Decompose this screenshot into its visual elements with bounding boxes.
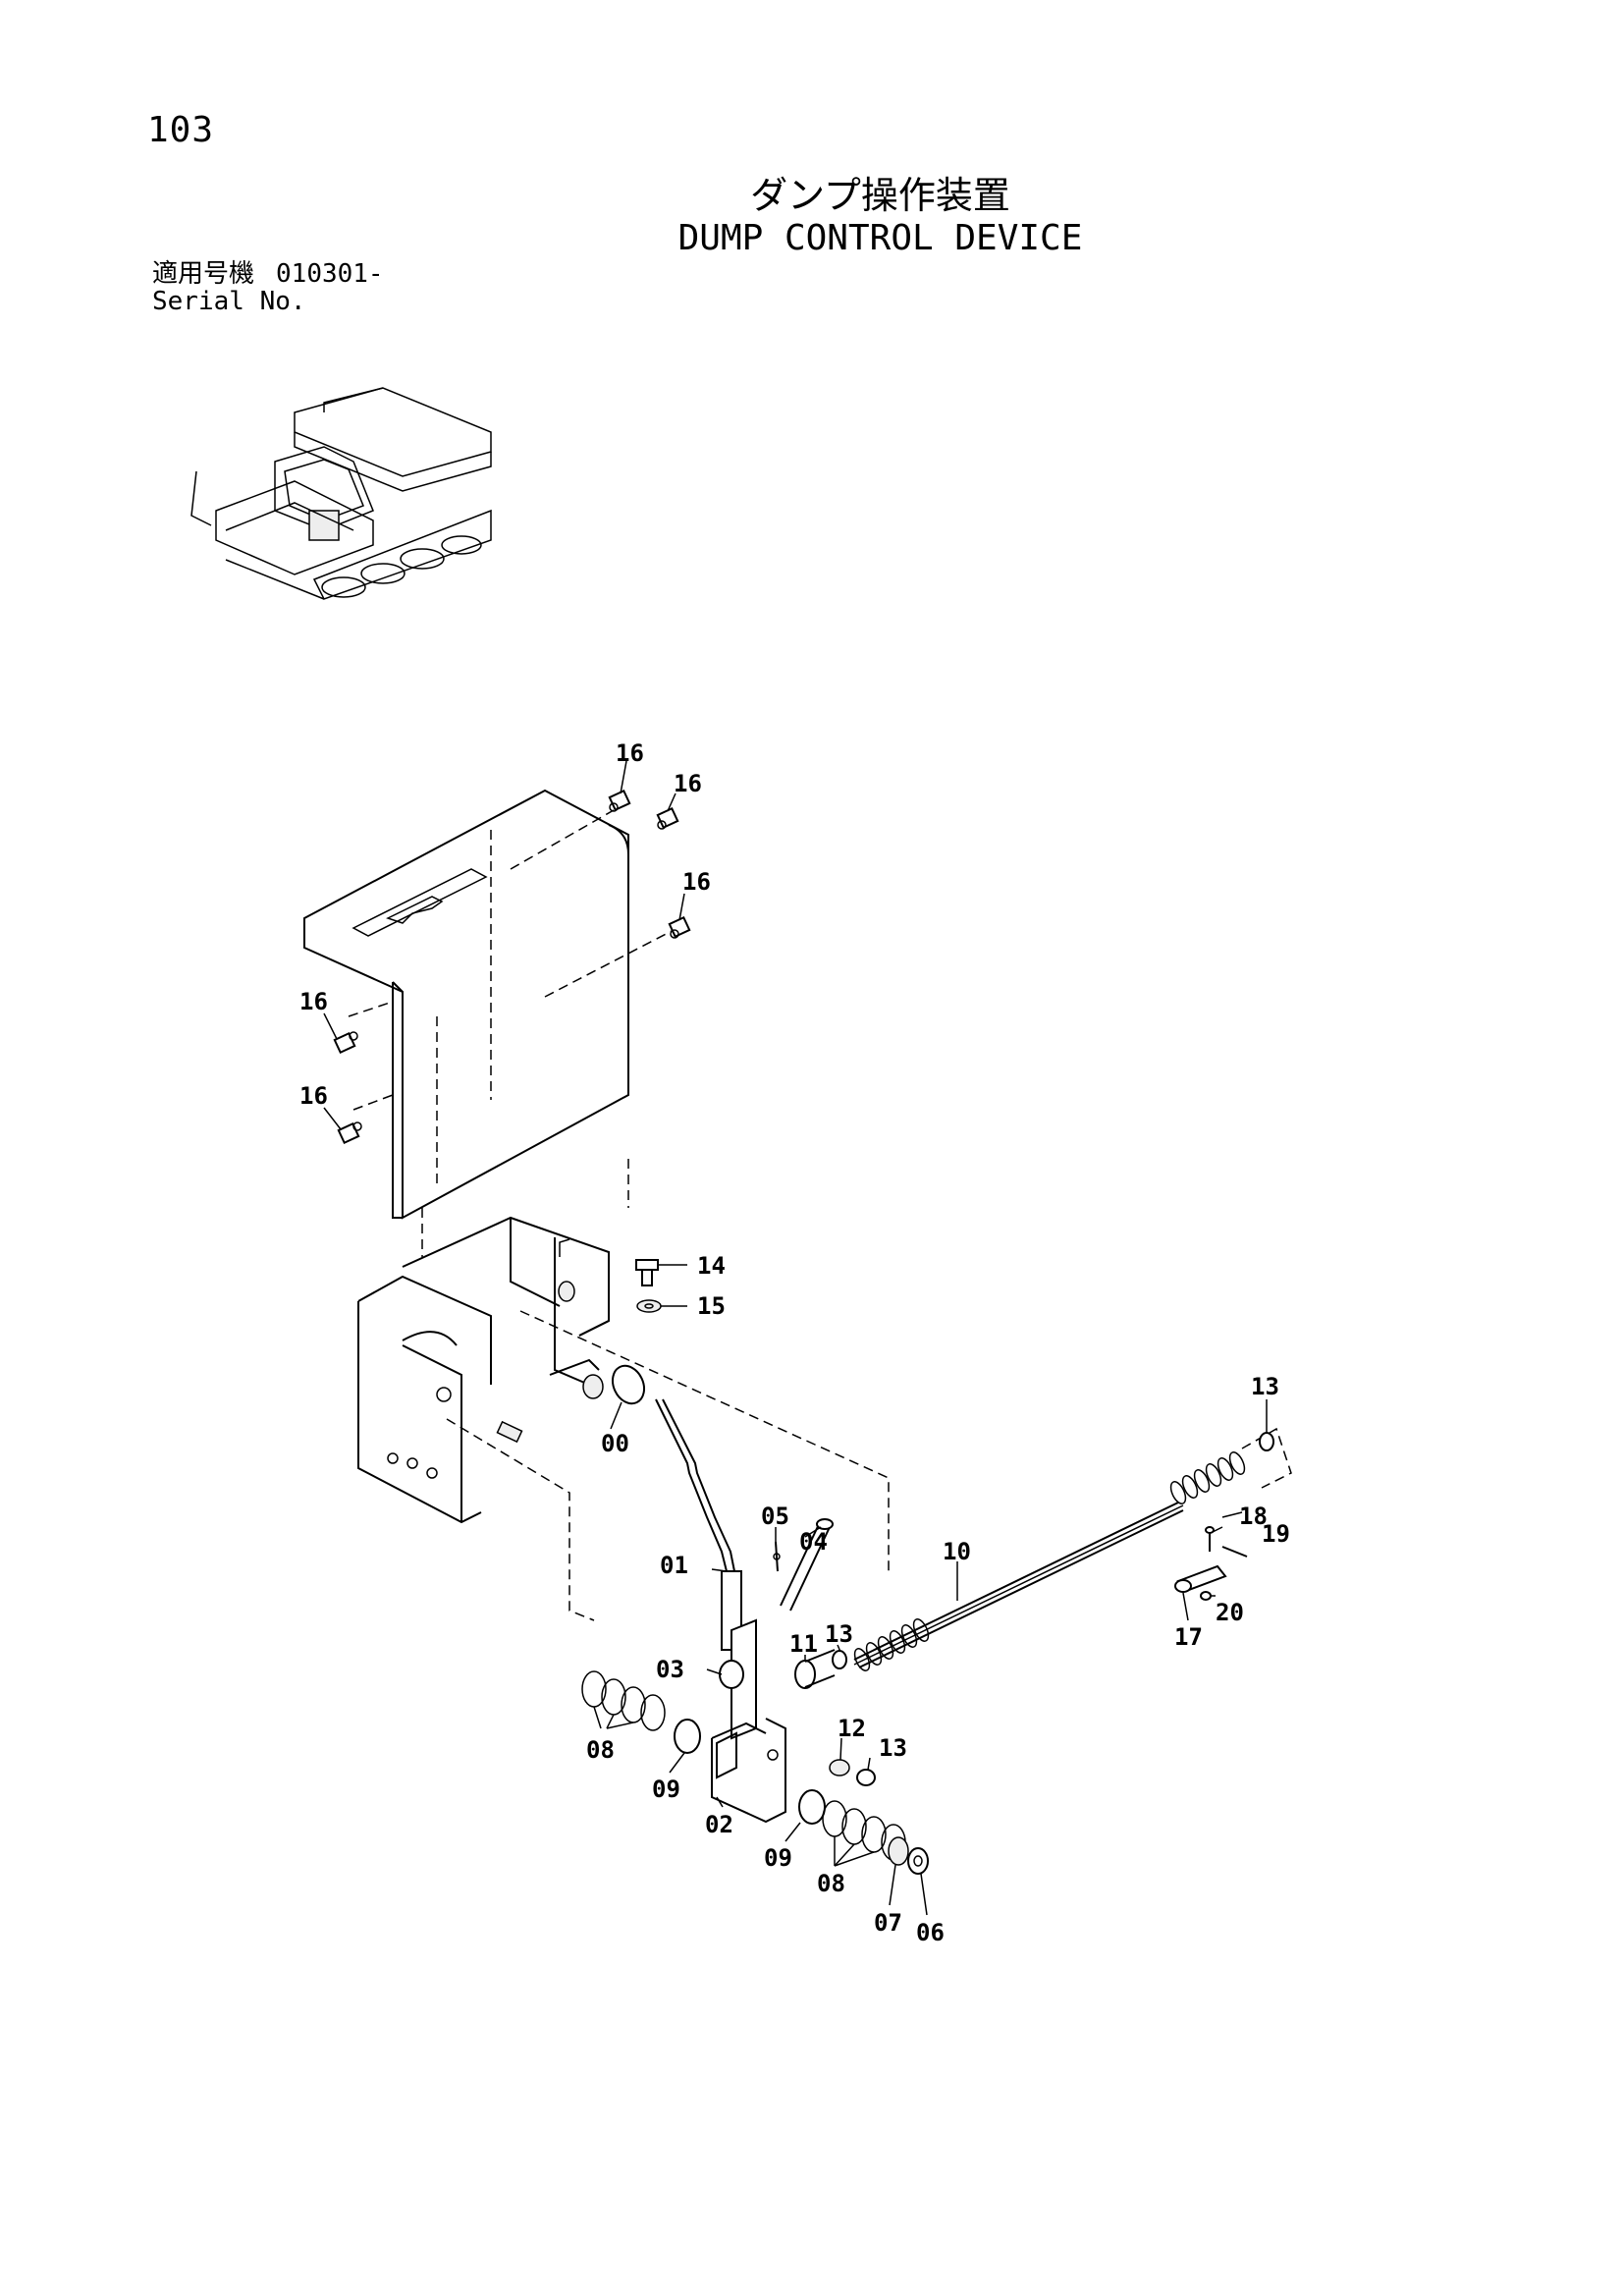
callout-00: 00 <box>601 1430 629 1457</box>
nut-13-b <box>856 1769 876 1786</box>
bolt-16-d <box>333 1031 358 1055</box>
bolt-16-b <box>656 806 679 830</box>
callout-12: 12 <box>838 1715 866 1742</box>
callout-03: 03 <box>656 1656 684 1683</box>
callout-01: 01 <box>660 1552 688 1579</box>
pin-20 <box>1200 1591 1212 1601</box>
nut-13-c <box>1259 1432 1274 1451</box>
pin-05 <box>773 1541 781 1572</box>
cover-panel <box>303 789 678 1220</box>
callout-13-a: 13 <box>825 1620 853 1648</box>
page-title: DUMP CONTROL DEVICE <box>677 218 1083 258</box>
callout-16-a: 16 <box>616 739 644 767</box>
callout-09-right: 09 <box>764 1844 792 1872</box>
washer-07 <box>888 1836 909 1866</box>
callout-13-b: 13 <box>879 1734 907 1762</box>
callout-16-d: 16 <box>299 988 328 1015</box>
callout-08-left: 08 <box>586 1736 615 1764</box>
leader-lines <box>323 760 1268 1916</box>
washer-15 <box>636 1299 662 1313</box>
callout-19: 19 <box>1262 1520 1290 1548</box>
page-title-japanese: ダンプ操作装置 <box>750 174 1010 217</box>
callout-02: 02 <box>705 1811 733 1838</box>
callout-06: 06 <box>916 1919 945 1946</box>
callout-13-c: 13 <box>1251 1373 1279 1400</box>
callout-18: 18 <box>1239 1503 1268 1530</box>
callout-16-e: 16 <box>299 1082 328 1110</box>
pin-04 <box>780 1518 834 1612</box>
callout-05: 05 <box>761 1503 789 1530</box>
nut-06 <box>907 1847 929 1875</box>
callout-16-b: 16 <box>674 770 702 797</box>
clevis-17 <box>1174 1564 1227 1593</box>
shims-08-left <box>581 1670 666 1731</box>
bolt-16-a <box>608 789 631 812</box>
clip-19 <box>1221 1546 1248 1558</box>
callout-15: 15 <box>697 1292 726 1320</box>
serial-label-jp: 適用号機 <box>152 259 255 289</box>
page-number: 103 <box>147 110 215 150</box>
rod-end-11 <box>794 1649 836 1689</box>
cable-10 <box>853 1427 1292 1671</box>
bracket-02 <box>711 1718 786 1824</box>
nut-13-a <box>832 1650 847 1669</box>
callout-10: 10 <box>943 1538 971 1565</box>
callout-04: 04 <box>799 1528 828 1556</box>
serial-value: 010301- <box>276 259 384 289</box>
callout-11: 11 <box>789 1630 818 1658</box>
callout-16-c: 16 <box>682 868 711 896</box>
bushing-09-left <box>674 1719 701 1754</box>
bolt-16-e <box>337 1121 362 1145</box>
callout-09-left: 09 <box>652 1776 680 1803</box>
bolt-16-c <box>668 915 691 939</box>
bolt-14 <box>635 1259 659 1286</box>
serial-info: 適用号機 010301- Serial No. <box>152 260 384 315</box>
callout-17: 17 <box>1174 1623 1203 1651</box>
serial-label: Serial No. <box>152 287 306 316</box>
callout-14: 14 <box>697 1252 726 1280</box>
bracket-base <box>357 1159 890 1621</box>
vehicle-thumbnail <box>190 387 492 600</box>
callout-08-right: 08 <box>817 1870 845 1897</box>
washer-12 <box>829 1759 850 1777</box>
callout-07: 07 <box>874 1909 902 1937</box>
lever-knob-00 <box>611 1364 646 1405</box>
pin-18 <box>1205 1526 1215 1552</box>
callout-20: 20 <box>1216 1599 1244 1626</box>
bushing-09-right <box>798 1789 826 1825</box>
bushing-03 <box>719 1660 744 1689</box>
